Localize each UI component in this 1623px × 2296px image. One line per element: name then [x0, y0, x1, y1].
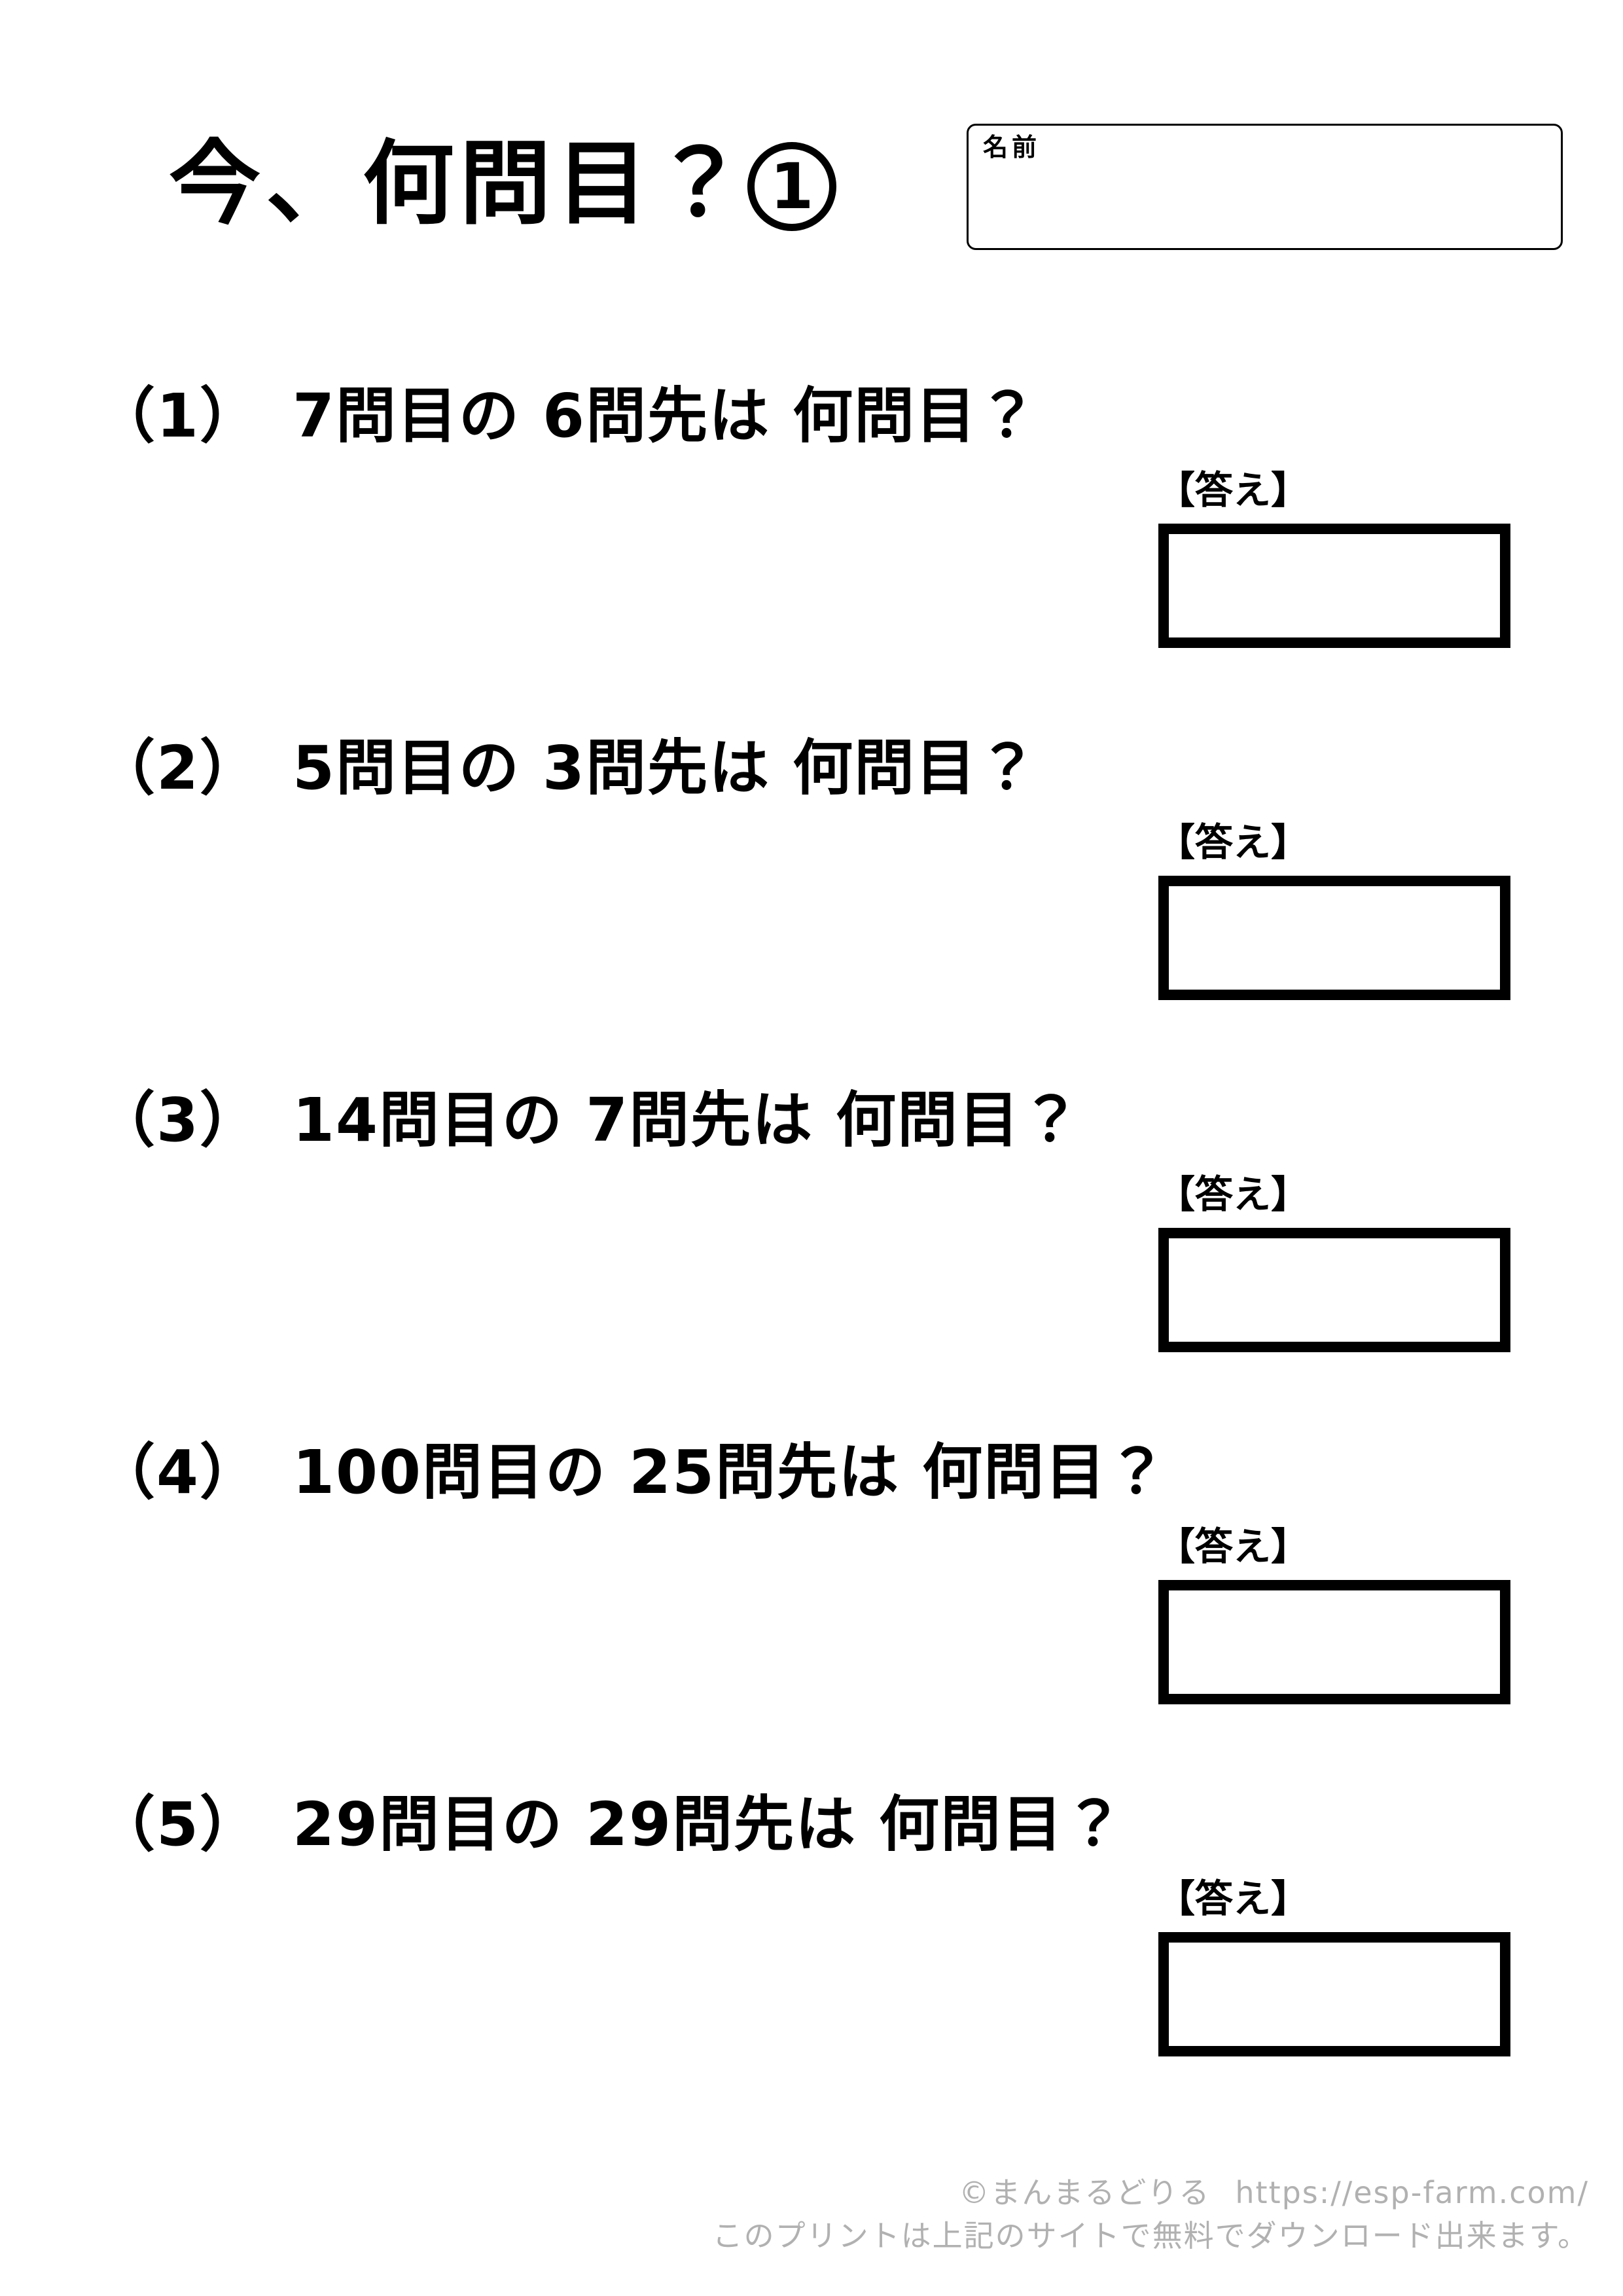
question-row-3: （3） 14問目の 7問先は 何問目？ 【答え】	[0, 1085, 1623, 1371]
answer-box[interactable]	[1158, 1228, 1510, 1352]
answer-label: 【答え】	[1157, 468, 1310, 512]
credit-line: ©まんまるどりる https://esp-farm.com/	[713, 2172, 1589, 2214]
sheet-number-badge: 1	[747, 142, 836, 231]
question-row-4: （4） 100問目の 25問先は 何問目？ 【答え】	[0, 1441, 1623, 1723]
answer-label: 【答え】	[1157, 1876, 1310, 1921]
sheet-number: 1	[770, 150, 814, 223]
footer: ©まんまるどりる https://esp-farm.com/ このプリントは上記の…	[713, 2172, 1589, 2257]
answer-box[interactable]	[1158, 1580, 1510, 1704]
answer-label: 【答え】	[1157, 1524, 1310, 1569]
answer-box[interactable]	[1158, 1932, 1510, 2056]
question-prompt: （3） 14問目の 7問先は 何問目？	[95, 1085, 1082, 1155]
name-field[interactable]: 名前	[967, 124, 1563, 250]
answer-label: 【答え】	[1157, 820, 1310, 865]
question-prompt: （5） 29問目の 29問先は 何問目？	[95, 1789, 1126, 1859]
name-label: 名前	[983, 133, 1041, 162]
question-row-5: （5） 29問目の 29問先は 何問目？ 【答え】	[0, 1793, 1623, 2075]
answer-box[interactable]	[1158, 876, 1510, 1000]
download-note: このプリントは上記のサイトで無料でダウンロード出来ます。	[712, 2218, 1589, 2254]
question-prompt: （1） 7問目の 6問先は 何問目？	[95, 381, 1039, 451]
answer-label: 【答え】	[1157, 1172, 1310, 1217]
question-row-1: （1） 7問目の 6問先は 何問目？ 【答え】	[0, 381, 1623, 666]
copyright-credit: ©まんまるどりる	[959, 2175, 1211, 2210]
answer-box[interactable]	[1158, 524, 1510, 648]
site-url: https://esp-farm.com/	[1235, 2175, 1589, 2210]
page-title: 今、何問目？	[169, 131, 751, 238]
question-row-2: （2） 5問目の 3問先は 何問目？ 【答え】	[0, 733, 1623, 1018]
question-prompt: （4） 100問目の 25問先は 何問目？	[95, 1437, 1169, 1507]
question-prompt: （2） 5問目の 3問先は 何問目？	[95, 733, 1039, 803]
